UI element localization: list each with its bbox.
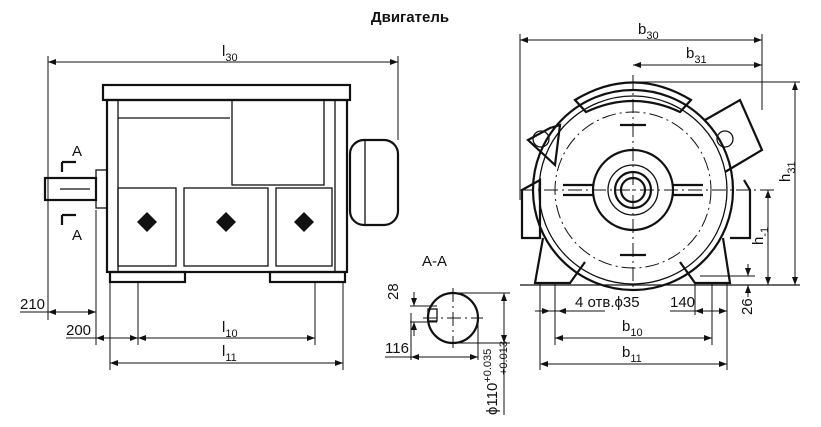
terminal-box bbox=[231, 99, 325, 186]
front-view: b30 b31 h31 h-1 26 bbox=[519, 21, 800, 370]
section-mark-bottom: A bbox=[72, 227, 82, 244]
dim-shaft-tolerance-lower: +0.013 bbox=[498, 341, 510, 375]
fan-cover bbox=[348, 138, 400, 227]
dim-116: 116 bbox=[385, 340, 409, 357]
dim-l11: l11 bbox=[222, 343, 237, 364]
diamond-mark-icon bbox=[137, 212, 157, 232]
dim-h-1: h-1 bbox=[750, 227, 771, 245]
dim-28: 28 bbox=[385, 283, 402, 300]
section-label: A-A bbox=[422, 253, 447, 270]
foot-left bbox=[108, 270, 187, 284]
terminal-box-front bbox=[704, 98, 764, 173]
dim-b10: b10 bbox=[622, 318, 643, 339]
drawing-title: Двигатель bbox=[371, 9, 449, 26]
dim-shaft-diameter: ϕ110+0.035 bbox=[482, 349, 501, 415]
top-cover bbox=[101, 83, 352, 102]
dim-h31: h31 bbox=[777, 161, 798, 182]
motor-frame bbox=[105, 98, 349, 274]
dim-b31: b31 bbox=[686, 45, 707, 66]
dim-holes: 4 отв.ϕ35 bbox=[575, 294, 640, 311]
dim-140: 140 bbox=[670, 294, 695, 311]
dim-200: 200 bbox=[66, 322, 91, 339]
dim-l10: l10 bbox=[222, 319, 238, 340]
foot-right bbox=[268, 270, 347, 284]
dim-l30: l30 bbox=[222, 43, 238, 64]
shaft bbox=[43, 176, 98, 202]
side-view: l30 A A 210 200 bbox=[20, 43, 400, 370]
diamond-mark-icon bbox=[294, 212, 314, 232]
section-mark-top: A bbox=[72, 143, 82, 160]
diamond-mark-icon bbox=[216, 212, 236, 232]
section-a-a: A-A 28 116 ϕ110+0.035 +0.013 bbox=[385, 253, 510, 415]
dim-b30: b30 bbox=[638, 21, 659, 42]
dim-b11: b11 bbox=[622, 344, 642, 365]
dim-26: 26 bbox=[739, 298, 756, 315]
dim-210: 210 bbox=[20, 296, 45, 313]
